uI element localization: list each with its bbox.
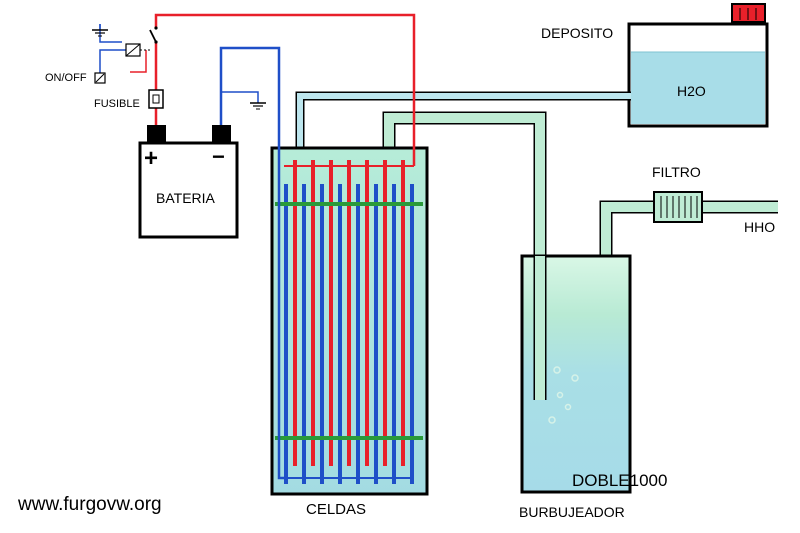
bubble bbox=[553, 366, 561, 374]
bateria-label: BATERIA bbox=[156, 190, 216, 206]
bubble bbox=[571, 374, 579, 382]
filtro-label: FILTRO bbox=[652, 164, 701, 180]
on-off-label: ON/OFF bbox=[45, 72, 87, 84]
positive-wire bbox=[154, 13, 416, 166]
deposito-label: DEPOSITO bbox=[541, 25, 613, 41]
ground-icon bbox=[92, 24, 108, 37]
on-off-switch-icon[interactable] bbox=[94, 72, 106, 84]
fuse-icon bbox=[148, 89, 164, 109]
battery-terminal-icon bbox=[212, 125, 231, 143]
celdas-plates bbox=[284, 160, 414, 484]
negative-wire bbox=[219, 46, 284, 480]
ground-icon bbox=[250, 102, 266, 110]
deposito-tank bbox=[627, 3, 769, 128]
fusible-label: FUSIBLE bbox=[94, 98, 140, 110]
bubble bbox=[564, 403, 572, 411]
bubble bbox=[548, 416, 556, 424]
bubble bbox=[556, 391, 564, 399]
celdas-label: CELDAS bbox=[306, 501, 366, 518]
filtro bbox=[653, 191, 703, 223]
battery-terminal-icon bbox=[147, 125, 166, 143]
battery-plus-label: + bbox=[144, 145, 158, 172]
battery-minus-label: − bbox=[212, 144, 225, 169]
burbujeador-tank bbox=[520, 254, 632, 494]
doble-label: DOBLE1000 bbox=[572, 471, 667, 490]
burbujeador-label: BURBUJEADOR bbox=[519, 504, 625, 520]
h2o-label: H2O bbox=[677, 83, 706, 99]
hho-label: HHO bbox=[744, 219, 775, 235]
website-label: www.furgovw.org bbox=[17, 494, 162, 515]
switch-icon[interactable] bbox=[125, 26, 158, 57]
battery bbox=[138, 125, 239, 239]
